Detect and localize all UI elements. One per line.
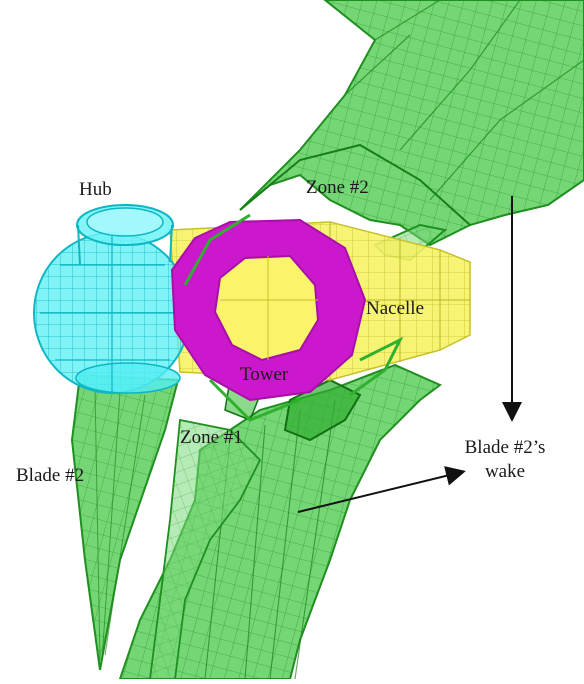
hub-shape	[34, 205, 190, 393]
label-blade-2-wake-line2: wake	[448, 460, 562, 484]
label-zone-1: Zone #1	[180, 428, 243, 447]
label-tower: Tower	[240, 365, 288, 384]
label-nacelle: Nacelle	[366, 299, 424, 318]
label-hub: Hub	[79, 180, 112, 199]
label-blade-2: Blade #2	[16, 466, 84, 485]
wake-sheet-upper	[240, 0, 584, 245]
label-blade-2-wake-line1: Blade #2’s	[448, 436, 562, 460]
label-blade-2-wake: Blade #2’s wake	[448, 436, 562, 484]
label-zone-2: Zone #2	[306, 178, 369, 197]
